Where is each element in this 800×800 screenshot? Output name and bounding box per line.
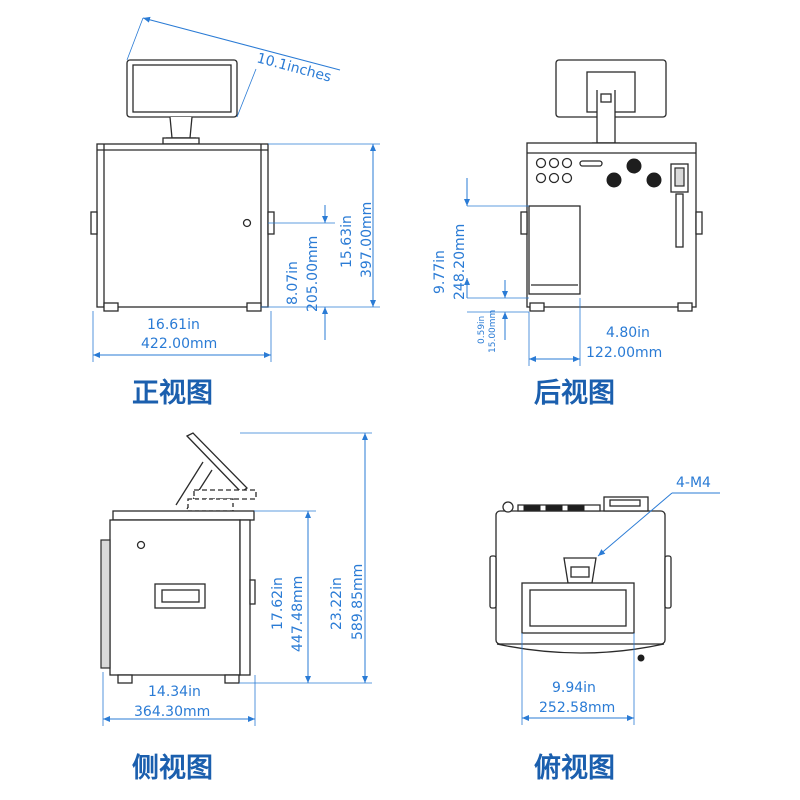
back-panel-width-in: 4.80in (606, 325, 650, 341)
back-panel-height-mm: 248.20mm (452, 224, 468, 300)
side-total-height-mm: 589.85mm (350, 564, 366, 640)
front-view: 10.1inches 16.61in 422.00mm 15.63in 397.… (90, 16, 380, 409)
top-stand-mount (563, 557, 597, 584)
back-body (520, 142, 703, 312)
back-port-grid (535, 157, 573, 184)
front-width-in: 16.61in (147, 317, 200, 333)
back-foot-height-in: 0.59in (477, 316, 487, 344)
side-body (100, 510, 256, 684)
top-view-caption: 俯视图 (534, 752, 615, 784)
front-lock-height-in: 8.07in (285, 261, 301, 305)
back-view-caption: 后视图 (534, 378, 615, 409)
top-window-width-mm: 252.58mm (539, 700, 615, 716)
connector-2 (606, 172, 622, 188)
front-width-mm: 422.00mm (141, 336, 217, 352)
top-body (489, 496, 672, 662)
side-body-height-mm: 447.48mm (290, 576, 306, 652)
front-monitor (126, 59, 238, 145)
front-lock-height-mm: 205.00mm (305, 236, 321, 312)
back-foot-height-mm: 15.00mm (488, 310, 498, 353)
back-panel-width-mm: 122.00mm (586, 345, 662, 361)
side-view: 14.34in 364.30mm 17.62in 447.48mm 23.22i… (100, 432, 372, 784)
connector-1 (626, 158, 642, 174)
front-body (90, 143, 275, 312)
back-monitor (555, 59, 667, 144)
side-view-caption: 侧视图 (132, 753, 213, 784)
back-view: 9.77in 248.20mm 0.59in 15.00mm 4.80in 12… (432, 59, 703, 409)
usb-port (579, 160, 603, 167)
side-depth-in: 14.34in (148, 684, 201, 700)
screen-diagonal-label: 10.1inches (255, 50, 333, 85)
side-lock-icon (136, 540, 146, 550)
front-height-mm: 397.00mm (359, 202, 375, 278)
connector-3 (646, 172, 662, 188)
side-dimensions: 14.34in 364.30mm 17.62in 447.48mm 23.22i… (102, 432, 372, 726)
side-body-height-in: 17.62in (270, 577, 286, 630)
back-dimensions: 9.77in 248.20mm 0.59in 15.00mm 4.80in 12… (432, 178, 662, 366)
front-lock-icon (242, 218, 252, 228)
top-dimensions: 4-M4 9.94in 252.58mm (521, 475, 720, 725)
side-total-height-in: 23.22in (329, 577, 345, 630)
front-height-in: 15.63in (339, 215, 355, 268)
top-view: 4-M4 9.94in 252.58mm 俯视图 (489, 475, 720, 784)
back-panel (528, 205, 581, 295)
side-monitor (175, 432, 257, 512)
power-switch (670, 163, 689, 248)
back-panel-height-in: 9.77in (432, 250, 448, 294)
top-window (521, 582, 635, 634)
side-depth-mm: 364.30mm (134, 704, 210, 720)
top-mount-label: 4-M4 (676, 475, 711, 491)
top-window-width-in: 9.94in (552, 680, 596, 696)
side-handle (154, 583, 206, 609)
front-view-caption: 正视图 (132, 378, 213, 409)
